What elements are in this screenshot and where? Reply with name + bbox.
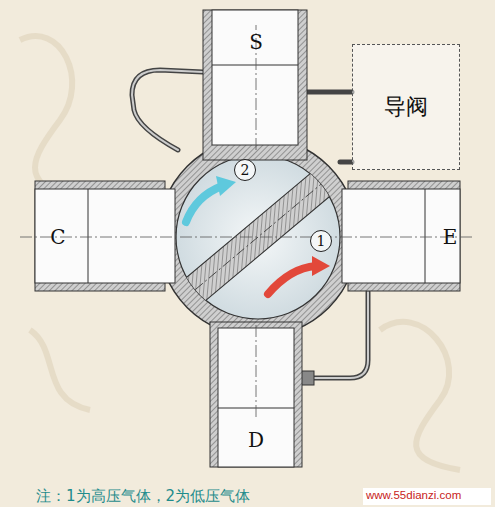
pipe-e bbox=[342, 181, 460, 291]
callout-number: 2 bbox=[234, 159, 256, 181]
center-line bbox=[20, 25, 475, 420]
callout-number: 1 bbox=[310, 230, 332, 252]
port-label: S bbox=[249, 30, 263, 54]
port-label: C bbox=[50, 225, 65, 249]
note-text: 注：1为高压气体，2为低压气体 bbox=[36, 487, 250, 506]
pilot-valve-label: 导阀 bbox=[384, 92, 428, 122]
pilot-valve-box: 导阀 bbox=[352, 44, 460, 170]
pipe-c bbox=[35, 181, 175, 291]
callout-text: 1 bbox=[317, 233, 326, 249]
high-pressure-arrow bbox=[268, 256, 330, 294]
callout-text: 2 bbox=[241, 162, 250, 178]
watermark: www.55dianzi.com bbox=[366, 489, 461, 501]
port-label: D bbox=[248, 428, 264, 452]
low-pressure-arrow bbox=[186, 176, 236, 222]
pipe-d bbox=[210, 322, 302, 467]
pipe-s bbox=[203, 10, 307, 160]
watermark-patch bbox=[363, 488, 491, 505]
port-label: E bbox=[443, 225, 458, 249]
